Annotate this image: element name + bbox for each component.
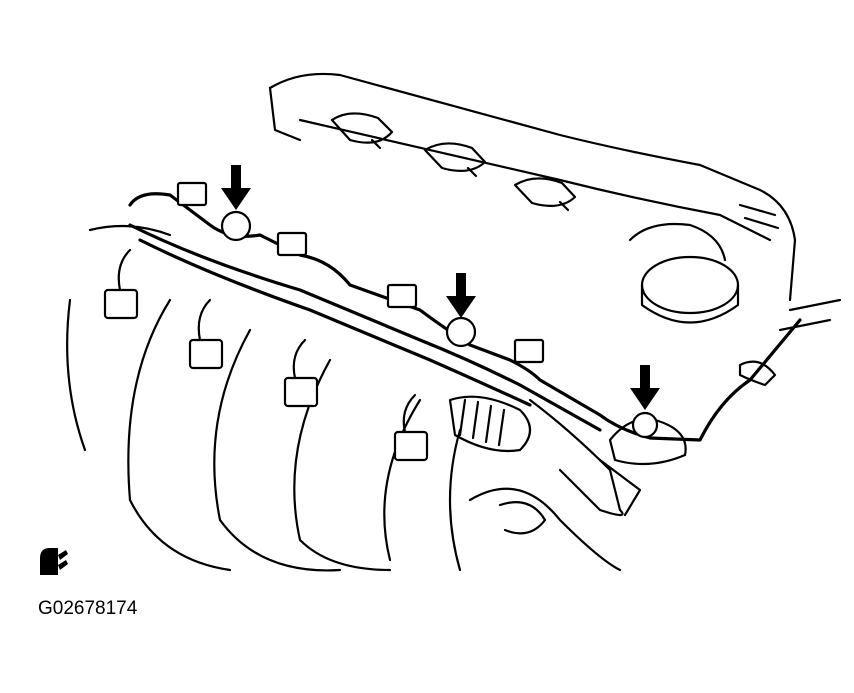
bolt-middle: [445, 316, 477, 348]
cylinder-head-cover: [268, 72, 797, 324]
arrow-bolt-middle: [446, 273, 476, 318]
bolt-right: [631, 411, 659, 439]
harness-bolts: [220, 210, 659, 439]
wiring-harness: [128, 181, 842, 517]
arrow-bolt-left: [221, 165, 251, 210]
bolt-left: [220, 210, 252, 242]
hand-tool-icon: [40, 548, 68, 575]
injector-connectors: [103, 248, 429, 462]
figure-code: G02678174: [38, 598, 138, 619]
arrow-bolt-right: [630, 365, 660, 410]
